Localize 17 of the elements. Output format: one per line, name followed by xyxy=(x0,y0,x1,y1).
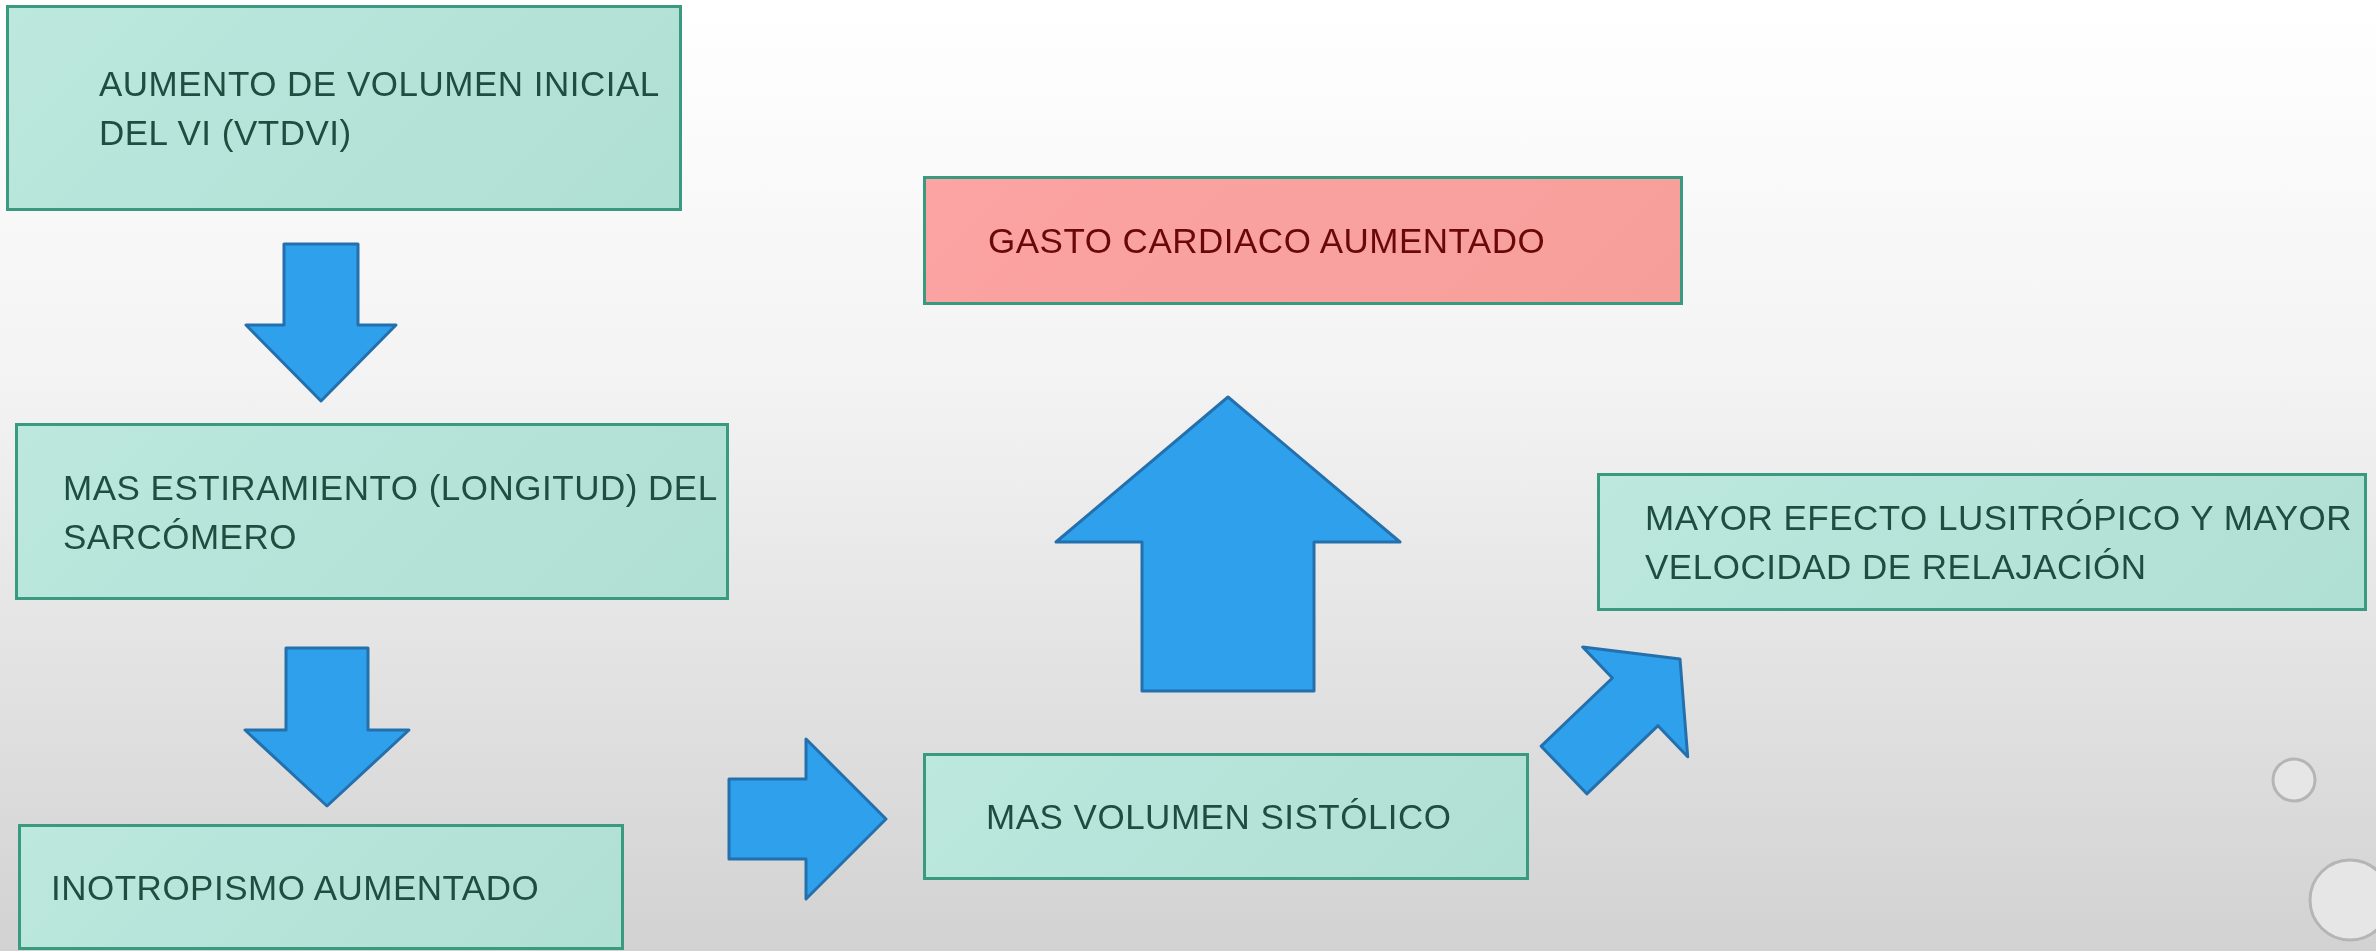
process-box xyxy=(15,423,729,600)
process-box xyxy=(923,753,1529,880)
process-box xyxy=(18,824,624,950)
box-text: GASTO CARDIACO AUMENTADO xyxy=(988,220,1546,262)
block-arrow xyxy=(1054,395,1402,693)
process-box xyxy=(1597,473,2367,611)
box-text: MAS VOLUMEN SISTÓLICO xyxy=(986,796,1452,838)
block-arrow xyxy=(727,737,888,901)
box-text: MAYOR EFECTO LUSITRÓPICO Y MAYOR VELOCIDAD DE RELAJACIÓN xyxy=(1645,497,2354,588)
block-arrow xyxy=(1539,645,1690,796)
box-text: INOTROPISMO AUMENTADO xyxy=(51,866,540,909)
process-box xyxy=(6,5,682,211)
process-box xyxy=(923,176,1683,305)
box-text: AUMENTO DE VOLUMEN INICIAL DEL VI (VTDVI) xyxy=(99,63,660,154)
block-arrow xyxy=(243,646,411,808)
box-text: MAS ESTIRAMIENTO (LONGITUD) DEL SARCÓMERO xyxy=(63,466,718,558)
block-arrow xyxy=(244,242,398,403)
